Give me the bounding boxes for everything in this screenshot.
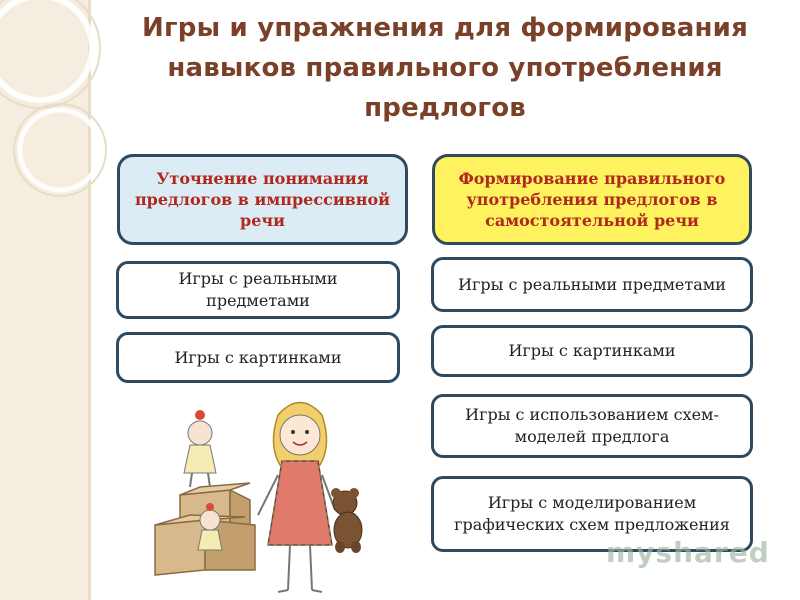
doll-icon: [197, 503, 223, 551]
slide-title: Игры и упражнения для формирования навык…: [142, 13, 748, 123]
left-item-pictures: Игры с картинками: [116, 332, 400, 383]
watermark: myshared: [606, 536, 770, 569]
girl-with-teddy-bear-illustration: [154, 401, 363, 593]
left-item-real-objects: Игры с реальными предметами: [116, 261, 400, 319]
right-item-pictures: Игры с картинками: [431, 325, 753, 377]
decorative-circles: [0, 0, 107, 197]
header-box-impressive-speech: Уточнение понимания предлогов в импресси…: [117, 154, 408, 245]
side-band-edge: [88, 0, 91, 600]
header-box-independent-speech: Формирование правильного употребления пр…: [432, 154, 752, 245]
right-item-scheme-models: Игры с использованием схем-моделей предл…: [431, 394, 753, 458]
girl-icon: [257, 401, 336, 593]
right-item-real-objects: Игры с реальными предметами: [431, 257, 753, 312]
doll-icon: [183, 410, 217, 488]
teddy-bear-icon: [331, 488, 363, 553]
right-item-graphic-schemes: Игры с моделированием графических схем п…: [431, 476, 753, 552]
